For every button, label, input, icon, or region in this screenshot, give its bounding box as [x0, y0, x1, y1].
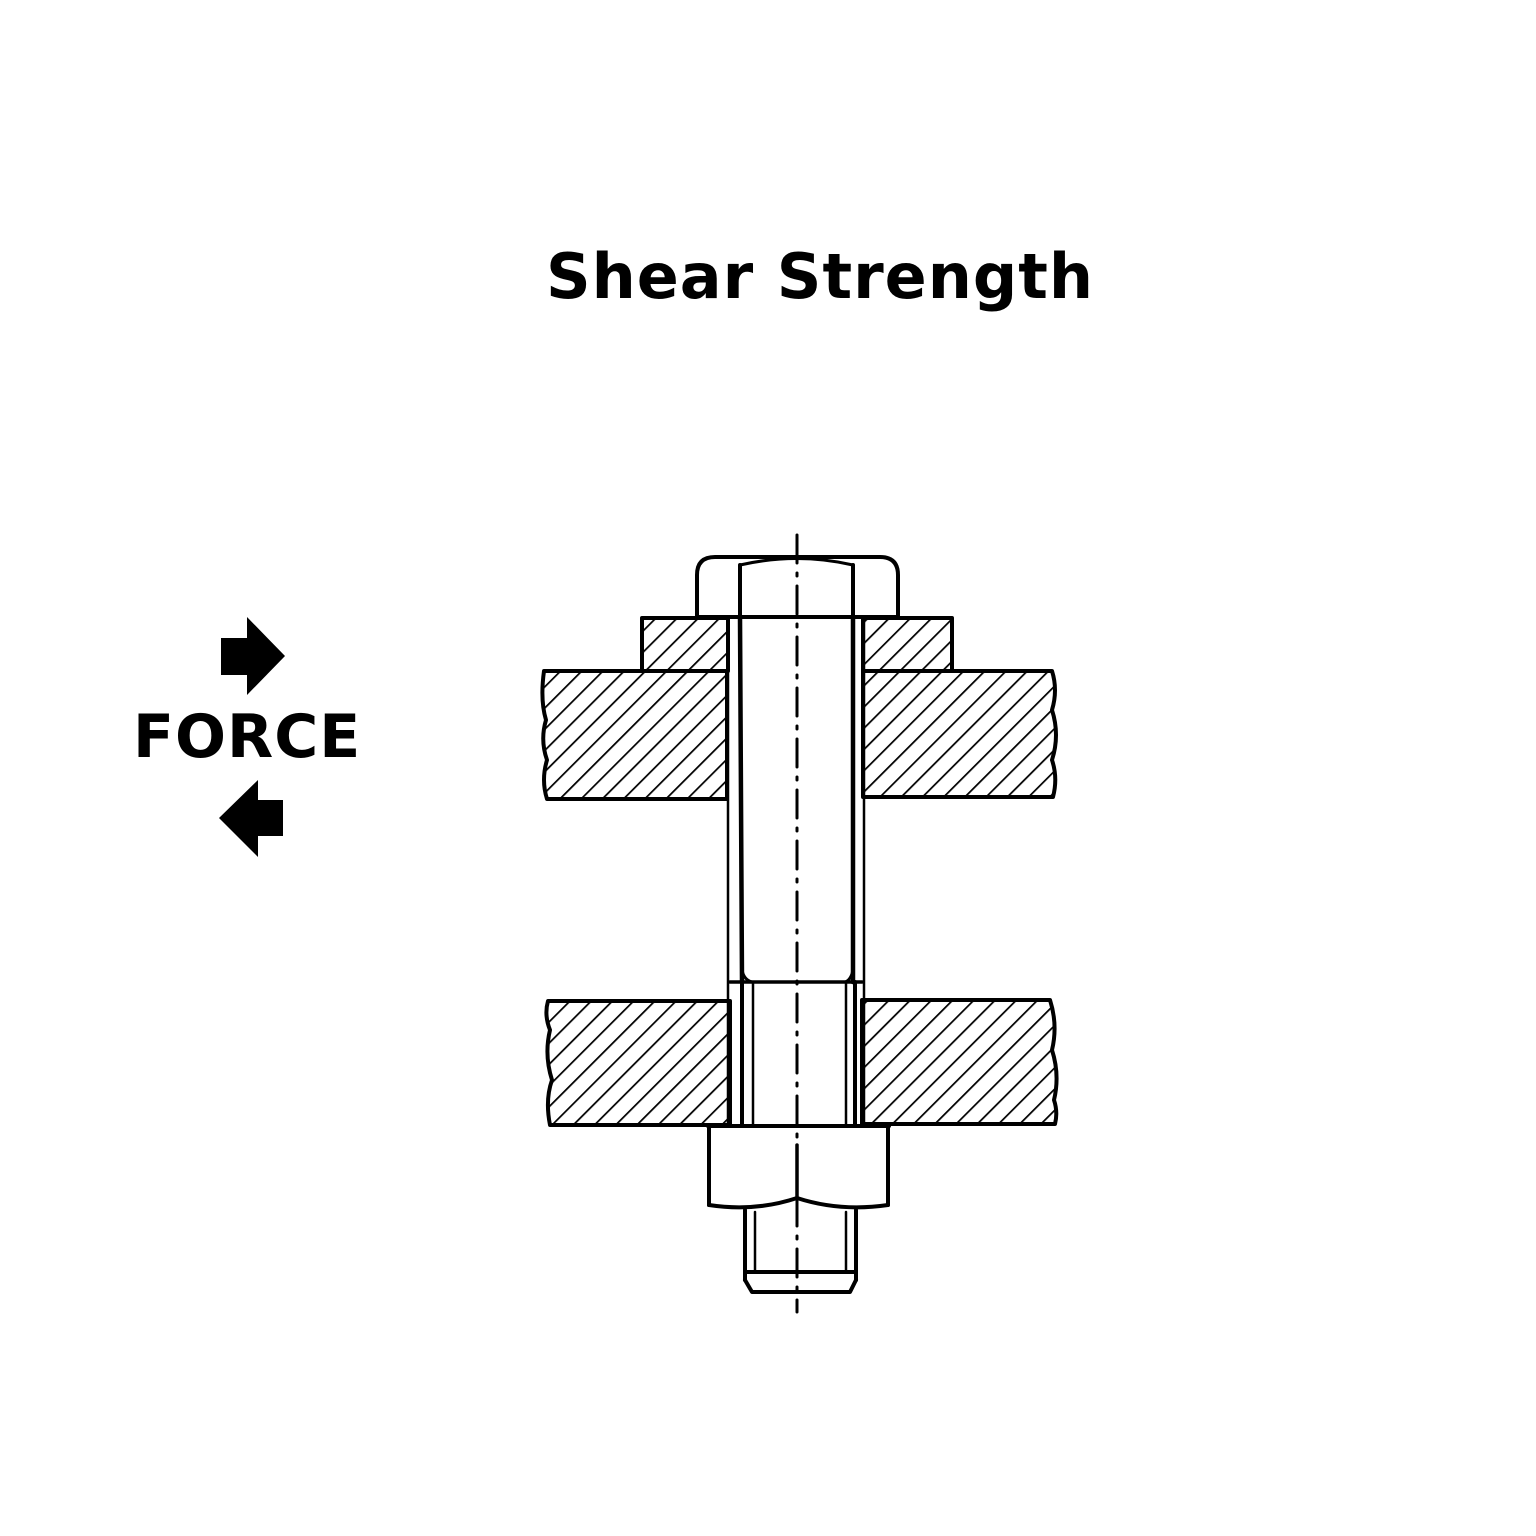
force-label: FORCE	[133, 702, 362, 772]
arrow-right-icon	[221, 617, 285, 695]
top-plate	[540, 669, 1058, 801]
bolt-tail	[743, 1208, 858, 1294]
threaded-section	[740, 980, 857, 1127]
arrow-left-icon	[219, 780, 283, 857]
diagram-title: Shear Strength	[545, 240, 1095, 313]
washer	[640, 616, 954, 673]
bottom-plate	[544, 998, 1059, 1127]
